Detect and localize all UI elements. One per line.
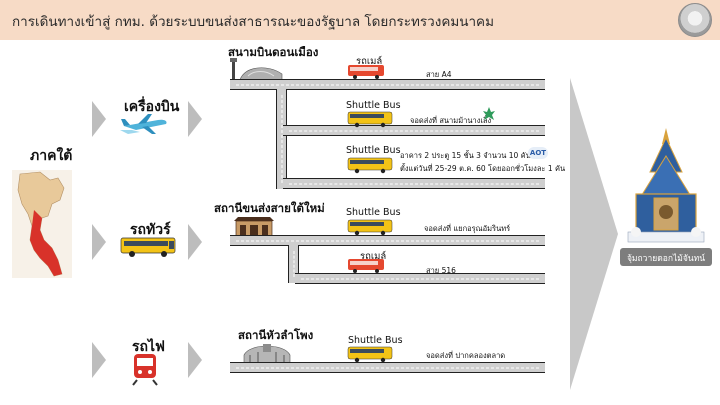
chevron-right-icon — [92, 342, 106, 378]
vehicle-label-air-3: Shuttle Bus — [346, 145, 401, 156]
shuttle-bus-icon — [347, 346, 393, 363]
road-bus-branch — [288, 245, 299, 283]
road-air-main — [230, 79, 545, 90]
route-text-bus-2: สาย 516 — [426, 266, 456, 275]
destination-label: จุ้มถวายดอกไม้จันทน์ — [626, 254, 706, 264]
aot-badge: AOT — [528, 147, 548, 159]
road-bus-2 — [295, 273, 545, 284]
route-text-air-3-line2: ตั้งแต่วันที่ 25-29 ต.ค. 60 โดยออกชั่วโม… — [400, 164, 566, 173]
chevron-right-icon — [188, 342, 202, 378]
mode-label-train: รถไฟ — [132, 339, 165, 355]
road-bus-main — [230, 235, 545, 246]
chevron-right-icon — [188, 224, 202, 260]
road-rail-main — [230, 362, 545, 373]
airport-terminal-icon — [230, 58, 283, 81]
vehicle-label-air-1: รถเมล์ — [356, 56, 383, 67]
red-bus-icon — [348, 259, 384, 273]
station-label-airport: สนามบินดอนเมือง — [228, 45, 319, 59]
station-label-rail: สถานีหัวลำโพง — [238, 328, 314, 342]
station-label-bus-terminal: สถานีขนส่งสายใต้ใหม่ — [214, 201, 325, 215]
destination-label-box — [620, 248, 712, 266]
shuttle-bus-icon — [347, 111, 393, 128]
road-air-3 — [283, 178, 545, 189]
chevron-right-icon — [92, 101, 106, 137]
route-text-air-1: สาย A4 — [426, 70, 452, 79]
mode-label-airplane: เครื่องบิน — [124, 99, 180, 115]
vehicle-label-bus-2: รถเมล์ — [360, 251, 387, 262]
southern-thailand-map — [12, 170, 72, 278]
chevron-right-icon — [92, 224, 106, 260]
ministry-seal-logo — [678, 3, 712, 37]
shuttle-bus-icon — [347, 219, 393, 236]
vehicle-label-rail-1: Shuttle Bus — [348, 335, 403, 346]
vehicle-label-air-2: Shuttle Bus — [346, 100, 401, 111]
region-label: ภาคใต้ — [30, 148, 73, 164]
big-arrow-right-icon — [570, 78, 618, 390]
train-icon — [132, 354, 158, 386]
royal-pavilion-icon — [627, 128, 705, 243]
road-air-2 — [283, 125, 545, 136]
bus-icon — [120, 237, 176, 257]
mode-label-bus: รถทัวร์ — [130, 222, 171, 238]
chevron-right-icon — [188, 101, 202, 137]
header-bar — [0, 0, 720, 40]
page-title: การเดินทางเข้าสู่ กทม. ด้วยระบบขนส่งสาธา… — [12, 14, 494, 30]
road-air-branch — [276, 89, 287, 189]
racecourse-logo-icon — [483, 107, 495, 120]
vehicle-label-bus-1: Shuttle Bus — [346, 207, 401, 218]
route-text-rail-1: จอดส่งที่ ปากคลองตลาด — [426, 351, 506, 360]
shuttle-bus-icon — [347, 157, 393, 174]
route-text-air-2: จอดส่งที่ สนามม้านางเลิ้ง — [410, 116, 492, 125]
route-text-bus-1: จอดส่งที่ แยกอรุณอัมรินทร์ — [424, 224, 511, 233]
route-text-air-3-line1: อาคาร 2 ประตู 15 ชั้น 3 จำนวน 10 คัน — [400, 151, 531, 160]
red-bus-icon — [348, 65, 384, 79]
airplane-icon — [120, 114, 167, 134]
